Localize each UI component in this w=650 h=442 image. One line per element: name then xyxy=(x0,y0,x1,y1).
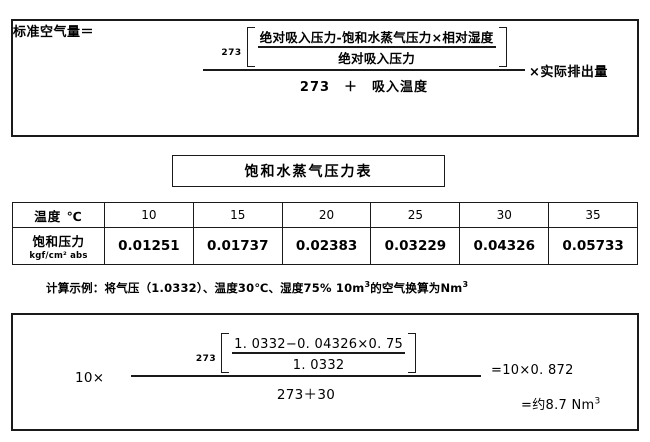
table-header-temp-1: 15 xyxy=(192,202,283,228)
table-cell-pressure-3: 0.03229 xyxy=(370,227,461,265)
example-note-sup-normal-cubic-meter: 3 xyxy=(462,280,469,290)
formula-right-label: ×实际排出量 xyxy=(529,65,608,80)
inner-fraction: 绝对吸入压力-饱和水蒸气压力×相对湿度 绝对吸入压力 xyxy=(256,27,498,67)
example-inner-fraction-numerator: 1. 0332−0. 04326×0. 75 xyxy=(234,337,404,352)
table-cell-pressure-0: 0.01251 xyxy=(104,227,194,265)
calculation-example-note: 计算示例：将气压（1.0332）、温度30℃、湿度75% 10m3的空气换算为N… xyxy=(46,280,468,296)
example-inner-fraction-denominator: 1. 0332 xyxy=(292,358,345,373)
table-row: 饱和压力 kgf/cm² abs 0.01251 0.01737 0.02383… xyxy=(12,227,638,265)
inner-fraction-denominator: 绝对吸入压力 xyxy=(338,51,416,66)
square-bracket-group: 绝对吸入压力-饱和水蒸气压力×相对湿度 绝对吸入压力 xyxy=(246,27,507,67)
table-cell-pressure-1: 0.01737 xyxy=(192,227,283,265)
saturated-vapor-pressure-table: 温度 ℃ 10 15 20 25 30 35 饱和压力 kgf/cm² abs … xyxy=(12,202,638,265)
table-header-temp-2: 20 xyxy=(281,202,372,228)
table-title-text: 饱和水蒸气压力表 xyxy=(244,164,373,180)
example-note-middle: 的空气换算为Nm xyxy=(370,281,463,295)
table-header-row: 温度 ℃ 10 15 20 25 30 35 xyxy=(12,202,638,228)
main-fraction-numerator: 273 绝对吸入压力-饱和水蒸气压力×相对湿度 绝对吸入压力 xyxy=(203,27,525,69)
main-fraction-denominator: 273 ＋ 吸入温度 xyxy=(299,80,429,95)
example-square-bracket-group: 1. 0332−0. 04326×0. 75 1. 0332 xyxy=(221,333,417,373)
example-inner-fraction: 1. 0332−0. 04326×0. 75 1. 0332 xyxy=(230,333,407,373)
example-main-fraction: 273 1. 0332−0. 04326×0. 75 1. 0332 273＋3… xyxy=(131,333,481,403)
worked-example-formula-box: 10× 273 1. 0332−0. 04326×0. 75 1. 0332 2… xyxy=(11,313,639,431)
example-note-prefix: 计算示例：将气压（1.0332）、温度30℃、湿度75% 10m xyxy=(46,281,365,295)
table-header-temperature-label: 温度 ℃ xyxy=(12,202,105,228)
table-header-temp-4: 30 xyxy=(459,202,550,228)
table-cell-pressure-5: 0.05733 xyxy=(548,227,638,265)
table-header-temp-5: 35 xyxy=(548,202,638,228)
example-main-fraction-bar xyxy=(131,375,481,377)
row-label-unit-text: kgf/cm² abs xyxy=(29,251,88,261)
example-results: =10×0. 872 =约8.7 Nm3 xyxy=(491,363,601,413)
table-row-label-saturation-pressure: 饱和压力 kgf/cm² abs xyxy=(12,227,105,265)
table-title-box: 饱和水蒸气压力表 xyxy=(172,155,445,187)
table-header-temp-0: 10 xyxy=(104,202,194,228)
example-inner-fraction-bar xyxy=(232,352,406,354)
example-constant-273-superscript: 273 xyxy=(195,354,217,364)
main-fraction: 273 绝对吸入压力-饱和水蒸气压力×相对湿度 绝对吸入压力 273 ＋ 吸入温… xyxy=(203,27,525,95)
table-cell-pressure-4: 0.04326 xyxy=(459,227,550,265)
example-result-final-sup: 3 xyxy=(594,396,601,407)
example-main-fraction-denominator: 273＋30 xyxy=(276,387,336,403)
example-result-final-text: =约8.7 Nm xyxy=(521,398,595,413)
example-left-multiplier: 10× xyxy=(75,370,105,386)
main-fraction-bar xyxy=(203,69,525,71)
example-result-intermediate: =10×0. 872 xyxy=(491,363,574,378)
table-header-temp-3: 25 xyxy=(370,202,461,228)
example-main-fraction-numerator: 273 1. 0332−0. 04326×0. 75 1. 0332 xyxy=(131,333,481,375)
table-cell-pressure-2: 0.02383 xyxy=(281,227,372,265)
example-result-final: =约8.7 Nm3 xyxy=(521,394,601,413)
standard-air-volume-formula-box: 标准空气量＝ 273 绝对吸入压力-饱和水蒸气压力×相对湿度 绝对吸入压力 27… xyxy=(11,19,639,137)
row-label-main-text: 饱和压力 xyxy=(32,234,85,249)
formula-left-label: 标准空气量＝ xyxy=(13,25,95,40)
inner-fraction-bar xyxy=(257,46,496,48)
constant-273-superscript: 273 xyxy=(221,48,242,58)
example-note-sup-cubic-meter: 3 xyxy=(364,280,371,290)
inner-fraction-numerator: 绝对吸入压力-饱和水蒸气压力×相对湿度 xyxy=(259,30,494,45)
